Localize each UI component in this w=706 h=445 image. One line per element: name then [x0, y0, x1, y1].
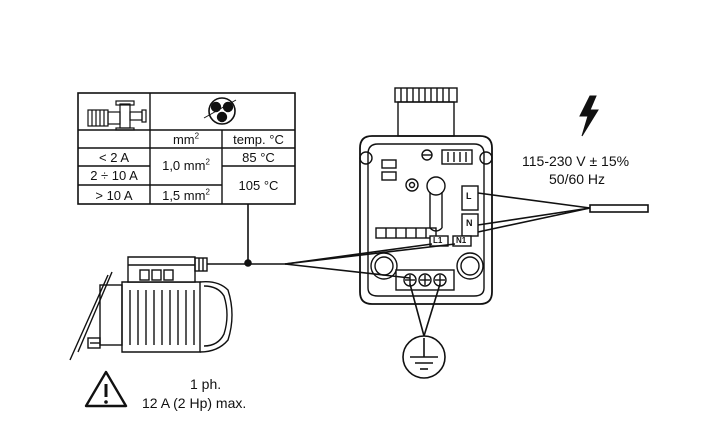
- supply-frequency: 50/60 Hz: [549, 171, 606, 187]
- header-cross-section: mm2: [172, 131, 200, 147]
- terminal-n1: N1: [456, 236, 467, 245]
- temp-value-1: 85 °C: [242, 150, 275, 165]
- current-row-1: < 2 A: [99, 150, 129, 165]
- spec-table: [77, 92, 296, 205]
- cable-section-icon: [203, 97, 237, 125]
- header-temperature: temp. °C: [233, 132, 284, 147]
- lightning-icon: [579, 95, 599, 137]
- pump-icon: [87, 100, 147, 131]
- controller-drawing: [359, 87, 493, 305]
- terminal-l: L: [466, 191, 472, 201]
- motor-max-rating: 12 A (2 Hp) max.: [142, 395, 247, 411]
- motor-drawing: [69, 256, 233, 361]
- terminal-n: N: [466, 218, 473, 228]
- terminal-l1: L1: [433, 236, 443, 245]
- section-value-2: 1,5 mm2: [162, 187, 210, 203]
- temp-value-2: 105 °C: [238, 178, 279, 193]
- current-row-3: > 10 A: [95, 188, 133, 203]
- motor-phase: 1 ph.: [190, 376, 222, 392]
- warning-icon: [84, 370, 128, 408]
- supply-voltage: 115-230 V ± 15%: [522, 153, 630, 169]
- wiring: [207, 192, 649, 337]
- current-row-2: 2 ÷ 10 A: [90, 168, 138, 183]
- ground-icon: [402, 335, 446, 379]
- section-value-1: 1,0 mm2: [162, 157, 210, 173]
